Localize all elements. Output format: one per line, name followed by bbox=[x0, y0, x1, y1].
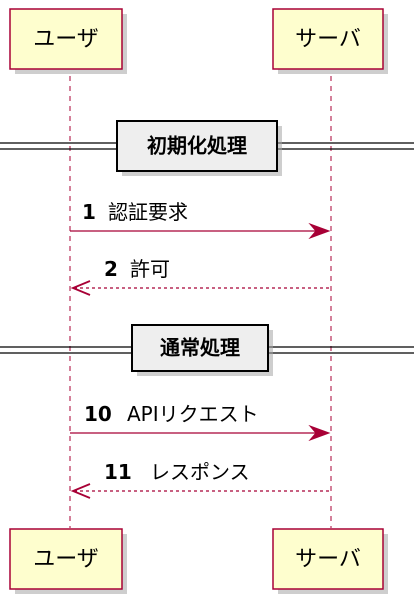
message-2-text: 許可 bbox=[130, 257, 170, 281]
participant-user-bottom: ユーザ bbox=[9, 528, 127, 594]
divider-init-label: 初期化処理 bbox=[147, 134, 247, 158]
message-1: 1 認証要求 bbox=[70, 200, 331, 240]
participant-user-bottom-label: ユーザ bbox=[33, 547, 99, 572]
participant-user-top-label: ユーザ bbox=[33, 27, 99, 52]
message-10: 10 APIリクエスト bbox=[70, 402, 331, 442]
message-2-number: 2 bbox=[104, 257, 118, 281]
message-10-number: 10 bbox=[84, 402, 112, 426]
participant-server-top-label: サーバ bbox=[295, 27, 361, 52]
divider-normal-label: 通常処理 bbox=[160, 336, 240, 360]
message-10-text: APIリクエスト bbox=[127, 402, 259, 426]
divider-normal: 通常処理 bbox=[0, 324, 414, 376]
participant-server-bottom-label: サーバ bbox=[295, 547, 361, 572]
message-2: 2 許可 bbox=[70, 257, 331, 296]
participant-server-top: サーバ bbox=[272, 8, 388, 74]
message-11-text: レスポンス bbox=[150, 460, 250, 484]
divider-init: 初期化処理 bbox=[0, 120, 414, 176]
message-1-number: 1 bbox=[82, 200, 96, 224]
message-11-number: 11 bbox=[104, 460, 132, 484]
message-1-text: 認証要求 bbox=[108, 200, 188, 224]
message-11: 11 レスポンス bbox=[70, 460, 331, 499]
participant-user-top: ユーザ bbox=[9, 8, 127, 74]
participant-server-bottom: サーバ bbox=[272, 528, 388, 594]
